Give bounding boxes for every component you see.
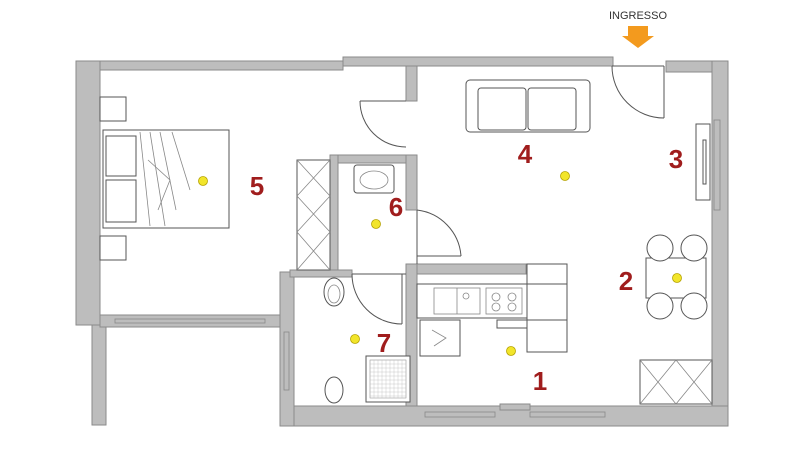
dining-set — [639, 234, 713, 405]
wall-bath7-top — [289, 269, 353, 278]
outer-walls — [75, 56, 729, 427]
ceiling-lights — [198, 171, 682, 356]
wardrobe-cross — [296, 159, 331, 271]
entrance-label: INGRESSO — [609, 10, 668, 22]
burner-2 — [507, 292, 517, 302]
wall-bottom-pillar — [499, 403, 531, 411]
wall-top-left — [75, 60, 344, 71]
room-number-6: 6 — [389, 192, 403, 222]
kitchen-fixtures — [416, 263, 568, 357]
wall-left-upper — [75, 60, 101, 326]
sofa-seat-right — [527, 87, 577, 131]
toilet-seat — [327, 284, 341, 304]
cooktop — [485, 287, 523, 315]
entrance-marker[interactable]: INGRESSO — [609, 10, 668, 48]
wall-bath7-left — [279, 271, 295, 427]
window-bath7 — [283, 331, 290, 391]
wall-right — [711, 60, 729, 407]
burner-4 — [507, 302, 517, 312]
light-5-icon — [198, 176, 208, 186]
chair-2 — [680, 234, 708, 262]
storage-unit-cross — [639, 359, 713, 405]
entrance-door-swing — [611, 65, 665, 119]
bed-sheet-curve — [147, 159, 171, 211]
storage-unit — [639, 359, 713, 405]
window-bottom-1 — [424, 411, 496, 418]
bedroom-door-swing — [359, 100, 407, 148]
wall-bath6-top — [329, 154, 415, 164]
wall-kitchen-left — [405, 263, 418, 407]
room-numbers: 1 2 3 4 5 6 7 — [250, 139, 683, 396]
sofa — [465, 79, 591, 133]
bath6-door-swing — [416, 209, 462, 257]
window-bottom-2 — [529, 411, 606, 418]
toilet — [323, 277, 345, 307]
wall-bedroom-bottom — [99, 314, 281, 328]
wall-inner-top — [405, 65, 418, 102]
sofa-seat-left — [477, 87, 527, 131]
room-number-2: 2 — [619, 266, 633, 296]
chair-3 — [646, 292, 674, 320]
wall-kitchen-top — [405, 263, 527, 275]
tv-screen — [702, 139, 707, 185]
bathroom-6-fixtures — [353, 164, 395, 194]
room-number-4: 4 — [518, 139, 533, 169]
fridge — [526, 283, 568, 321]
room-number-3: 3 — [669, 144, 683, 174]
light-4-icon — [560, 171, 570, 181]
light-7-icon — [350, 334, 360, 344]
sink-bath6-bowl — [359, 170, 389, 190]
pillow-bottom — [105, 179, 137, 223]
bedroom-furniture — [99, 96, 331, 271]
bidet — [324, 376, 344, 404]
entrance-arrow-icon — [622, 26, 654, 48]
burner-1 — [491, 292, 501, 302]
room-number-1: 1 — [533, 366, 547, 396]
room-number-7: 7 — [377, 328, 391, 358]
wall-inner-mid — [405, 154, 418, 211]
nightstand-bottom — [99, 235, 127, 261]
appliance — [419, 319, 461, 357]
bath7-door-swing — [351, 273, 403, 325]
window-bedroom — [114, 318, 266, 324]
pillow-top — [105, 135, 137, 177]
tv-unit — [695, 123, 711, 201]
oven-handle — [496, 319, 528, 329]
room-number-5: 5 — [250, 171, 264, 201]
light-1-icon — [506, 346, 516, 356]
chair-4 — [680, 292, 708, 320]
doors — [351, 65, 665, 325]
wall-left-lower — [91, 324, 107, 426]
cabinet — [526, 319, 568, 353]
shower-tray — [365, 355, 411, 403]
wall-top-middle — [342, 56, 614, 67]
fridge-top — [526, 263, 568, 285]
bed-sheet-folds — [139, 131, 191, 227]
kitchen-tap — [462, 292, 470, 300]
appliance-symbol — [431, 329, 447, 347]
chair-1 — [646, 234, 674, 262]
burner-3 — [491, 302, 501, 312]
window-right — [713, 119, 721, 211]
wall-bath6-left — [329, 154, 339, 276]
light-6-icon — [371, 219, 381, 229]
bathroom-7-fixtures — [323, 277, 411, 404]
wardrobe — [296, 159, 331, 271]
light-2-icon — [672, 273, 682, 283]
nightstand-top — [99, 96, 127, 122]
